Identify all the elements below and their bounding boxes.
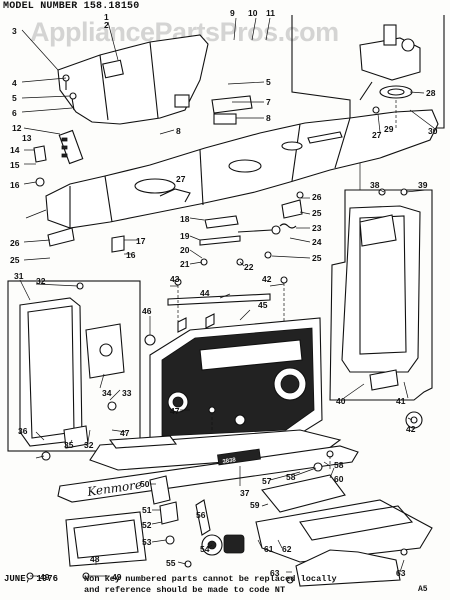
callout-60: 60: [334, 474, 344, 484]
callout-55: 55: [166, 558, 176, 568]
callout-63: 63: [270, 568, 280, 578]
footer-note-line-1: Non key numbered parts cannot be replace…: [84, 574, 337, 584]
callout-8: 8: [266, 113, 271, 123]
callout-49b: 49: [112, 572, 122, 582]
callout-53: 53: [142, 537, 152, 547]
footer-page-ref: A5: [418, 585, 428, 594]
callout-8b: 8: [176, 126, 181, 136]
callout-23: 23: [312, 223, 322, 233]
stitch-dial-label: 3838: [222, 457, 237, 465]
assembly-guide-lines: [177, 100, 397, 470]
callout-40: 40: [336, 396, 346, 406]
callout-62: 62: [282, 544, 292, 554]
callout-5: 5: [266, 77, 271, 87]
callout-1: 1: [104, 12, 109, 22]
callout-58: 58: [286, 472, 296, 482]
right-side-cover: [341, 188, 423, 429]
left-side-cover: [19, 282, 125, 461]
section-frames: [7, 15, 445, 452]
callout-21: 21: [180, 259, 190, 269]
callout-32: 32: [36, 276, 46, 286]
callout-6: 6: [12, 108, 17, 118]
callout-26b: 26: [10, 238, 20, 248]
callout-20: 20: [180, 245, 190, 255]
callout-3: 3: [12, 26, 17, 36]
model-number-title: MODEL NUMBER 158.18150: [3, 1, 140, 12]
top-cover-assembly: [45, 109, 439, 229]
bed-and-nameplate: Kenmore 3838: [57, 429, 359, 503]
callout-63b: 63: [396, 568, 406, 578]
callout-31: 31: [14, 271, 24, 281]
callout-25b: 25: [312, 208, 322, 218]
callout-33: 33: [122, 388, 132, 398]
callout-13: 13: [22, 133, 32, 143]
callout-38: 38: [370, 180, 380, 190]
callout-26: 26: [312, 192, 322, 202]
callout-43: 43: [170, 274, 180, 284]
callout-15: 15: [10, 160, 20, 170]
center-linkage-parts: [199, 191, 304, 266]
callout-leaders: [19, 17, 435, 577]
bottom-base-parts: [26, 450, 433, 587]
callout-29: 29: [384, 124, 394, 134]
callout-14: 14: [10, 145, 20, 155]
callout-16: 16: [10, 180, 20, 190]
callout-18: 18: [180, 214, 190, 224]
callout-25: 25: [312, 253, 322, 263]
callout-54: 54: [200, 544, 210, 554]
callout-42: 42: [406, 424, 416, 434]
callout-19: 19: [180, 231, 190, 241]
callout-24: 24: [312, 237, 322, 247]
callout-39: 39: [418, 180, 428, 190]
callout-61: 61: [264, 544, 274, 554]
callout-48: 48: [90, 554, 100, 564]
callout-12: 12: [12, 123, 22, 133]
callout-35: 35: [64, 440, 74, 450]
callout-9: 9: [230, 8, 235, 18]
callout-27b: 27: [372, 130, 382, 140]
callout-59: 59: [250, 500, 260, 510]
callout-37: 37: [240, 488, 250, 498]
callout-58b: 58: [334, 460, 344, 470]
callout-56: 56: [196, 510, 206, 520]
callout-30: 30: [428, 126, 438, 136]
callout-17: 17: [136, 236, 146, 246]
callout-7: 7: [266, 97, 271, 107]
footer-note-line-2: and reference should be made to code NT: [84, 585, 286, 595]
callout-47: 47: [170, 406, 180, 416]
main-frame-chassis: [144, 276, 323, 446]
callout-5b: 5: [12, 93, 17, 103]
bobbin-winder-assembly: [359, 24, 421, 114]
callout-45: 45: [258, 300, 268, 310]
callout-22: 22: [244, 262, 254, 272]
callout-10: 10: [248, 8, 258, 18]
callout-49: 49: [40, 572, 50, 582]
callout-52: 52: [142, 520, 152, 530]
callout-57: 57: [262, 476, 272, 486]
callout-36: 36: [18, 426, 28, 436]
part-callout-numbers: 1 2 3 4 5 5 6 7 8 8 9 10 11 12 13 14 15 …: [10, 8, 438, 582]
callout-51: 51: [142, 505, 152, 515]
callout-32b: 32: [84, 440, 94, 450]
callout-47b: 47: [120, 428, 130, 438]
callout-2: 2: [104, 20, 109, 30]
callout-42b: 42: [262, 274, 272, 284]
callout-28: 28: [426, 88, 436, 98]
callout-34: 34: [102, 388, 112, 398]
presser-parts-group: [33, 74, 125, 253]
footer-note: Non key numbered parts cannot be replace…: [84, 574, 439, 596]
callout-46: 46: [142, 306, 152, 316]
callout-41: 41: [396, 396, 406, 406]
callout-11: 11: [266, 8, 275, 18]
callout-4: 4: [12, 78, 17, 88]
callout-25c: 25: [10, 255, 20, 265]
footer-date: JUNE, 1976: [4, 574, 59, 584]
callout-50: 50: [140, 479, 150, 489]
callout-27: 27: [176, 174, 186, 184]
callout-44: 44: [200, 288, 210, 298]
callout-16b: 16: [126, 250, 136, 260]
hinged-top-lid: [57, 34, 253, 125]
